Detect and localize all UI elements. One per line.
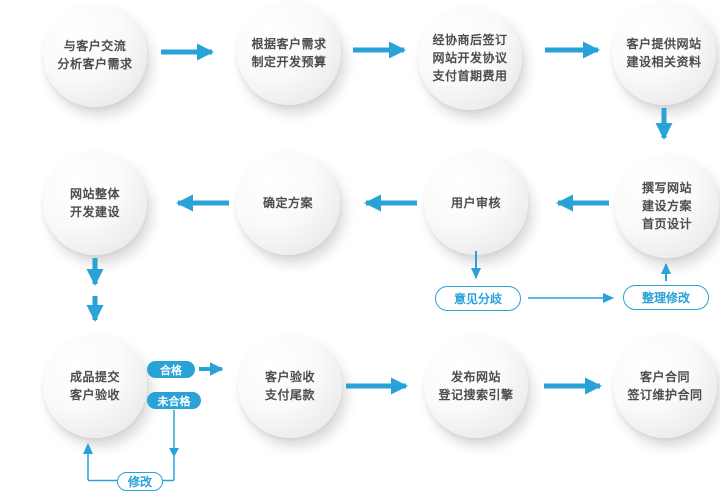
flow-node-label: 客户合同 签订维护合同	[627, 370, 703, 402]
flow-node-final-payment: 客户验收 支付尾款	[238, 334, 342, 438]
flow-node-materials: 客户提供网站 建设相关资料	[612, 1, 716, 105]
flow-node-communicate: 与客户交流 分析客户需求	[43, 3, 147, 107]
flow-node-label: 与客户交流 分析客户需求	[57, 39, 133, 71]
pill-qualified: 合格	[147, 361, 195, 378]
flow-node-confirm-plan: 确定方案	[236, 151, 340, 255]
flow-node-label: 用户审核	[450, 196, 501, 210]
flow-node-label: 客户提供网站 建设相关资料	[626, 37, 702, 69]
flow-node-user-review: 用户审核	[424, 151, 528, 255]
flow-node-agreement: 经协商后签订 网站开发协议 支付首期费用	[418, 6, 522, 110]
flow-node-label: 成品提交 客户验收	[69, 370, 120, 402]
flow-node-label: 客户验收 支付尾款	[264, 370, 315, 402]
pill-revise: 整理修改	[623, 285, 709, 310]
flow-node-budget: 根据客户需求 制定开发预算	[237, 1, 341, 105]
flow-node-maintenance: 客户合同 签订维护合同	[613, 334, 717, 438]
flow-node-label: 发布网站 登记搜索引擎	[438, 370, 514, 402]
flow-node-site-development: 网站整体 开发建设	[43, 151, 147, 255]
pill-unqualified: 未合格	[147, 392, 201, 409]
flow-node-publish-site: 发布网站 登记搜索引擎	[424, 334, 528, 438]
flow-node-label: 确定方案	[262, 196, 313, 210]
pill-modify: 修改	[117, 472, 163, 491]
flow-node-label: 经协商后签订 网站开发协议 支付首期费用	[432, 33, 508, 83]
flow-node-label: 网站整体 开发建设	[69, 187, 120, 219]
pill-disagreement: 意见分歧	[435, 286, 521, 311]
flow-node-label: 撰写网站 建设方案 首页设计	[641, 181, 692, 231]
flow-node-label: 根据客户需求 制定开发预算	[251, 37, 327, 69]
flow-node-proposal-design: 撰写网站 建设方案 首页设计	[615, 154, 719, 258]
flow-node-submit-acceptance: 成品提交 客户验收	[43, 334, 147, 438]
